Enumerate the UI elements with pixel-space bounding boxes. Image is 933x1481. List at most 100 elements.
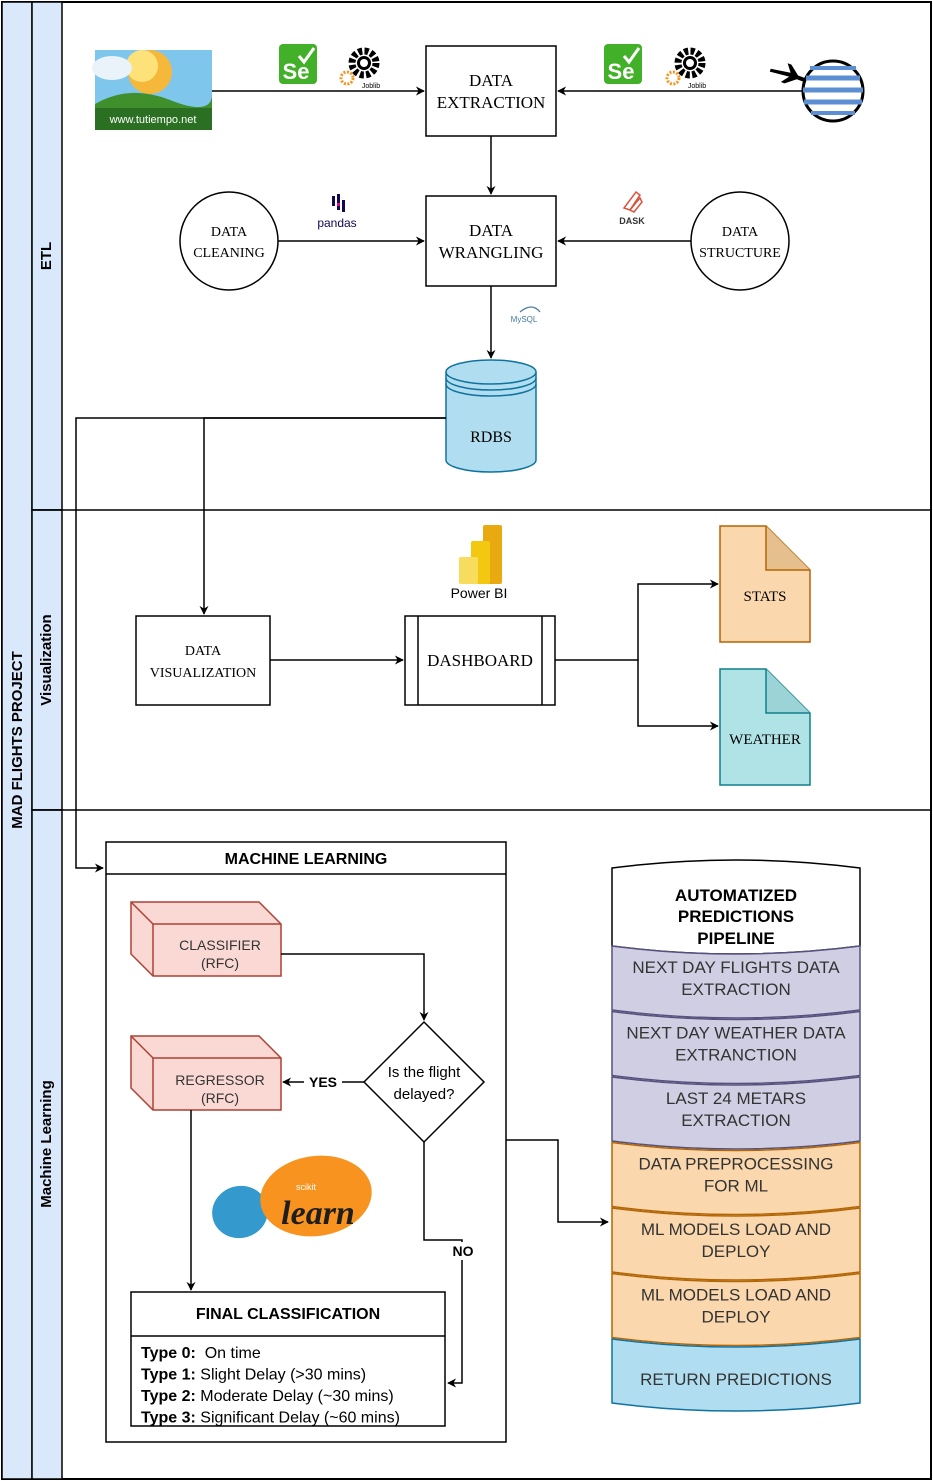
svg-text:STRUCTURE: STRUCTURE <box>699 246 781 261</box>
svg-text:Joblib: Joblib <box>688 83 706 90</box>
svg-text:AUTOMATIZED: AUTOMATIZED <box>675 886 797 905</box>
final-type-text: Slight Delay (>30 mins) <box>196 1367 366 1384</box>
svg-text:PREDICTIONS: PREDICTIONS <box>678 907 794 926</box>
svg-text:Se: Se <box>283 59 310 84</box>
edge <box>75 417 446 873</box>
svg-text:learn: learn <box>281 1195 355 1232</box>
lane-label-ml: Machine Learning <box>38 1080 55 1208</box>
pipeline-step-shape <box>611 945 861 1019</box>
pandas-logo: pandas <box>317 194 357 230</box>
rdbs-database: RDBS <box>445 359 537 473</box>
weather-document: WEATHER <box>719 668 811 786</box>
svg-text:DATA: DATA <box>185 644 222 659</box>
svg-text:RDBS: RDBS <box>470 429 512 446</box>
svg-text:STATS: STATS <box>744 589 787 605</box>
final-type-text: Significant Delay (~60 mins) <box>196 1410 400 1427</box>
lane-label-etl: ETL <box>38 242 55 270</box>
final-type-text: On time <box>196 1345 261 1362</box>
pipeline-step-label: EXTRANCTION <box>675 1046 797 1065</box>
ml-panel-title: MACHINE LEARNING <box>225 851 388 868</box>
svg-text:Joblib: Joblib <box>362 83 380 90</box>
sklearn-logo: scikit learn <box>212 1155 372 1239</box>
svg-text:(RFC): (RFC) <box>201 1090 239 1106</box>
svg-text:WEATHER: WEATHER <box>729 732 801 748</box>
edge <box>555 579 719 661</box>
svg-text:REGRESSOR: REGRESSOR <box>175 1072 264 1088</box>
svg-text:DASHBOARD: DASHBOARD <box>427 651 533 670</box>
final-type-item: Type 1: Slight Delay (>30 mins) <box>141 1367 366 1384</box>
pipeline-step-label: ML MODELS LOAD AND <box>641 1286 831 1305</box>
globe-icon <box>801 59 865 123</box>
final-type-label: Type 1: <box>141 1367 196 1384</box>
svg-text:PIPELINE: PIPELINE <box>697 929 774 948</box>
pipeline-step-label: DATA PREPROCESSING <box>639 1155 834 1174</box>
lane-header-etl <box>31 1 63 511</box>
pipeline-step-label: NEXT DAY WEATHER DATA <box>626 1024 846 1043</box>
visualization-lane-content: DATA VISUALIZATION DASHBOARD Power BI ST… <box>135 417 811 786</box>
regressor-node: REGRESSOR (RFC) <box>130 1035 282 1111</box>
svg-text:DATA: DATA <box>211 225 248 240</box>
svg-text:Power BI: Power BI <box>451 585 508 601</box>
yes-label: YES <box>309 1074 337 1090</box>
final-type-text: Moderate Delay (~30 mins) <box>196 1388 394 1405</box>
no-label-bg <box>448 1242 478 1260</box>
selenium-icon: Se <box>279 44 317 84</box>
no-label: NO <box>453 1243 474 1259</box>
pipeline-step-shape <box>611 1338 861 1412</box>
edge <box>423 1142 463 1388</box>
svg-text:DATA: DATA <box>722 225 759 240</box>
pipeline-step: ML MODELS LOAD AND DEPLOY <box>611 1272 861 1347</box>
svg-text:Se: Se <box>608 59 635 84</box>
svg-text:CLEANING: CLEANING <box>193 246 265 261</box>
final-type-item: Type 3: Significant Delay (~60 mins) <box>141 1410 400 1427</box>
data-visualization-box: DATA VISUALIZATION <box>135 615 271 706</box>
svg-text:WRANGLING: WRANGLING <box>439 243 544 262</box>
final-type-item: Type 0: On time <box>141 1345 261 1362</box>
pipeline-step-label: RETURN PREDICTIONS <box>640 1370 832 1389</box>
lane-label-visualization: Visualization <box>38 614 55 705</box>
pipeline-step-label: EXTRACTION <box>681 980 791 999</box>
final-type-label: Type 2: <box>141 1388 196 1405</box>
pipeline-step-shape <box>611 1141 861 1216</box>
edge <box>637 660 719 731</box>
svg-text:DATA: DATA <box>469 221 514 240</box>
mysql-logo: MySQL <box>511 306 541 324</box>
etl-lane-content: www.tutiempo.net Se Joblib Se Joblib <box>92 44 865 473</box>
pipeline-step: DATA PREPROCESSING FOR ML <box>611 1141 861 1216</box>
stats-document: STATS <box>719 525 811 643</box>
powerbi-logo: Power BI <box>451 525 508 601</box>
pool-header <box>1 1 33 1480</box>
dask-logo: DASK <box>619 190 645 226</box>
pipeline-step-shape <box>611 1207 861 1281</box>
pipeline-step: LAST 24 METARS EXTRACTION <box>611 1076 861 1150</box>
yes-label-bg <box>304 1073 342 1091</box>
svg-text:pandas: pandas <box>317 216 356 230</box>
svg-text:(RFC): (RFC) <box>201 955 239 971</box>
edge <box>506 1139 609 1227</box>
pipeline-title-tape: AUTOMATIZED PREDICTIONS PIPELINE <box>611 859 861 955</box>
final-type-label: Type 3: <box>141 1410 196 1427</box>
pipeline-step: RETURN PREDICTIONS <box>611 1338 861 1412</box>
svg-text:DASK: DASK <box>619 216 645 226</box>
dashboard-box: DASHBOARD <box>404 615 556 706</box>
tutiempo-logo: www.tutiempo.net <box>92 50 212 130</box>
svg-text:EXTRACTION: EXTRACTION <box>437 93 546 112</box>
pipeline-step-label: FOR ML <box>704 1177 768 1196</box>
project-title: MAD FLIGHTS PROJECT <box>9 651 26 829</box>
pipeline-step-shape <box>611 1272 861 1347</box>
pipeline-step-label: EXTRACTION <box>681 1111 791 1130</box>
svg-text:CLASSIFIER: CLASSIFIER <box>179 937 261 953</box>
final-type-label: Type 0: <box>141 1345 196 1362</box>
automated-pipeline: AUTOMATIZED PREDICTIONS PIPELINE NEXT DA… <box>506 859 861 1412</box>
data-cleaning-node: DATA CLEANING <box>179 191 279 291</box>
edge <box>281 953 429 1021</box>
airplane-icon <box>769 63 807 84</box>
joblib-icon: Joblib <box>665 47 706 90</box>
selenium-icon: Se <box>604 44 642 84</box>
pipeline-step-label: LAST 24 METARS <box>666 1089 806 1108</box>
pipeline-step-label: DEPLOY <box>702 1308 771 1327</box>
